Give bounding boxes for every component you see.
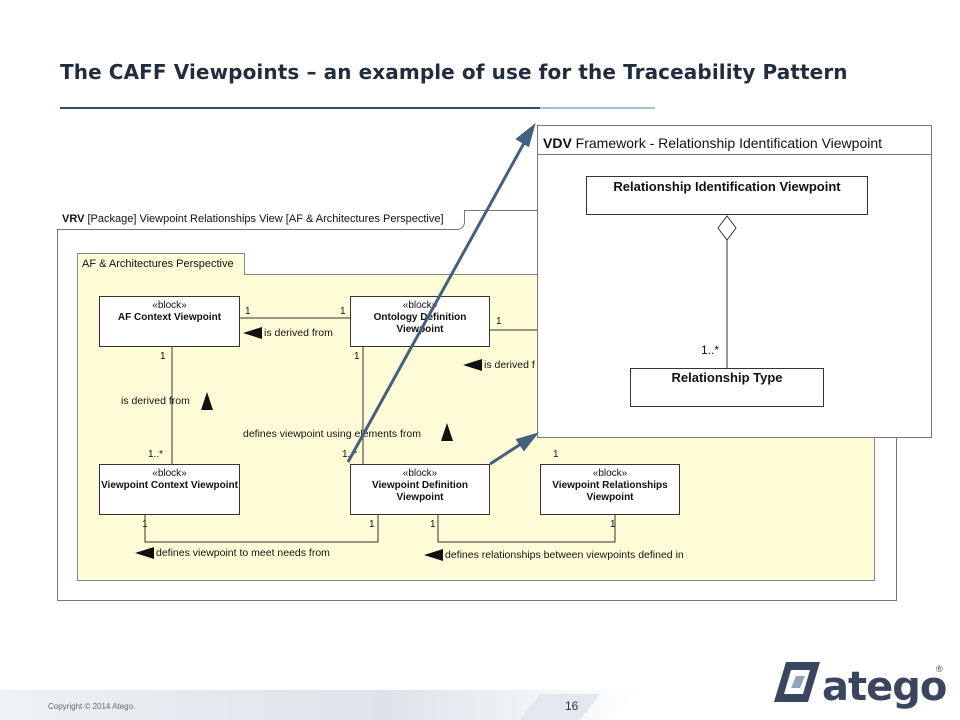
atego-logo-registered: ® [936,664,943,674]
multiplicity: 1 [340,306,346,317]
block-af-context-viewpoint: «block» AF Context Viewpoint [99,296,240,347]
perspective-label: AF & Architectures Perspective [82,258,234,270]
triangle-arrow-icon [243,327,262,339]
label-defines-relationships: defines relationships between viewpoints… [445,549,684,561]
multiplicity: 1 [354,351,360,362]
multiplicity: 1 [430,519,436,530]
multiplicity: 1 [610,519,616,530]
page-number: 16 [565,699,579,713]
triangle-arrow-icon [201,392,213,410]
vdv-multiplicity: 1..* [701,343,720,357]
vrv-frame-kind: VRV [62,213,85,225]
atego-logo-icon [774,662,820,702]
multiplicity: 1 [245,306,251,317]
label-defines-viewpoint-to-meet: defines viewpoint to meet needs from [156,547,330,559]
label-is-derived-from: is derived f [484,359,535,371]
trace-arrowhead-icon [515,432,540,452]
multiplicity: 1 [496,316,502,327]
multiplicity: 1 [369,519,375,530]
block-stereotype: «block» [152,300,187,311]
multiplicity: 1 [142,519,148,530]
title-underline [60,107,540,109]
triangle-arrow-icon [463,359,482,371]
multiplicity: 1 [553,449,559,460]
block-name: Viewpoint Relationships Viewpoint [552,480,668,503]
multiplicity: 1..* [148,449,164,460]
footer-band [0,690,640,720]
triangle-arrow-icon [135,547,154,559]
block-stereotype: «block» [152,468,187,479]
block-name: Viewpoint Definition Viewpoint [372,480,468,503]
slide-title: The CAFF Viewpoints – an example of use … [60,60,848,84]
block-relationship-identification-viewpoint: Relationship Identification Viewpoint [586,176,868,215]
block-viewpoint-definition-viewpoint: «block» Viewpoint Definition Viewpoint [350,464,490,515]
trace-arrow-line [346,133,531,463]
vdv-frame-title: Framework - Relationship Identification … [571,135,883,151]
vdv-frame-label: VDV Framework - Relationship Identificat… [543,135,882,151]
vrv-frame-title: [Package] Viewpoint Relationships View [… [84,213,444,225]
block-stereotype: «block» [592,468,628,479]
triangle-arrow-icon [424,549,443,561]
perspective-tab [77,253,245,275]
label-is-derived-from: is derived from [121,395,190,407]
label-defines-viewpoint-using: defines viewpoint using elements from [243,428,422,440]
vrv-package-tab [57,210,465,230]
multiplicity: 1..* [342,449,358,460]
vdv-frame-tab [537,125,932,155]
label-is-derived-from: is derived from [264,327,333,339]
trace-arrowhead-icon [515,122,536,148]
block-relationship-type: Relationship Type [630,368,824,407]
block-name: Viewpoint Context Viewpoint [101,480,238,491]
vpdef-vprel-line [437,515,616,543]
vrv-frame-label: VRV [Package] Viewpoint Relationships Vi… [62,213,444,225]
block-viewpoint-relationships-viewpoint: «block» Viewpoint Relationships Viewpoin… [540,464,680,515]
diamond-aggregation-icon [717,215,737,241]
title-underline-fade [540,107,655,109]
multiplicity: 1 [160,351,166,362]
triangle-arrow-icon [441,423,453,441]
atego-logo-text: atego [822,664,947,710]
block-viewpoint-context-viewpoint: «block» Viewpoint Context Viewpoint [99,464,240,515]
block-name: AF Context Viewpoint [117,312,222,323]
vpcontext-vpdef-line [144,515,379,543]
copyright-notice: Copyright © 2014 Atego. [48,702,136,711]
vdv-frame-kind: VDV [543,135,572,151]
block-stereotype: «block» [402,300,438,311]
block-stereotype: «block» [402,468,438,479]
